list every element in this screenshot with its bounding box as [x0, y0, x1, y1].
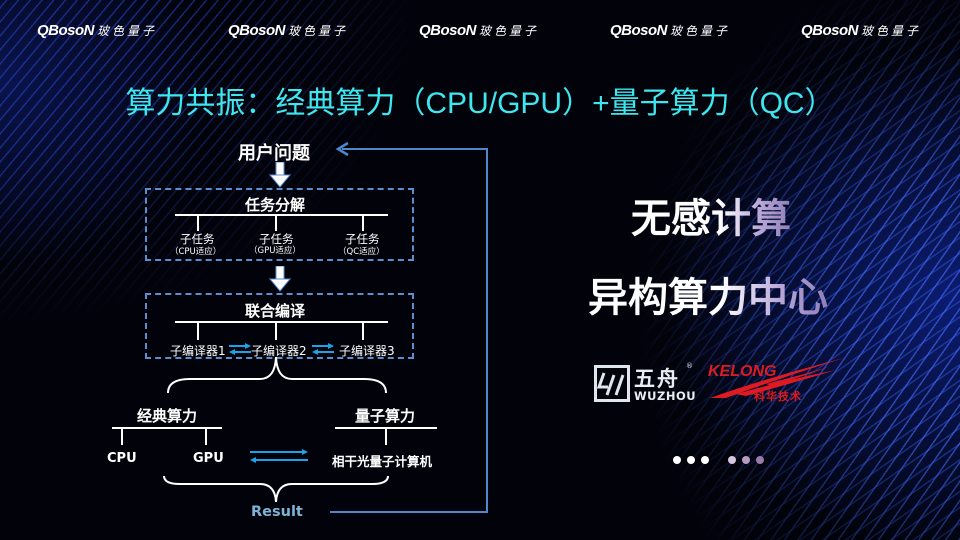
result-label: Result [251, 504, 303, 520]
wuzhou-mark-icon [594, 365, 630, 402]
exchange-arrows-icon [229, 343, 251, 355]
tree-line [385, 427, 387, 445]
kelong-swoosh-icon [710, 358, 844, 398]
logo-cn-text: 玻色量子 [97, 24, 158, 38]
subtask-note: （CPU适应） [170, 247, 222, 257]
down-arrow-icon [269, 266, 291, 292]
joint-compilation-box [145, 293, 414, 359]
company-logo: QBosoN 玻色量子 [419, 22, 539, 39]
logo-header: QBosoN 玻色量子 QBosoN 玻色量子 QBosoN 玻色量子 QBos… [0, 22, 960, 44]
tree-line [112, 427, 222, 429]
logo-mark: QBosoN [228, 22, 286, 39]
wuzhou-en-text: WUZHOU [634, 389, 697, 403]
logo-cn-text: 玻色量子 [479, 24, 540, 38]
down-arrow-icon [269, 162, 291, 188]
exchange-arrows-icon [312, 343, 334, 355]
sub-compiler-label: 子编译器3 [339, 344, 395, 358]
task-decomposition-box [145, 188, 414, 261]
tree-line [275, 321, 277, 340]
tree-line [175, 214, 388, 216]
subtask-label: 子任务 [180, 232, 215, 246]
background-stripes-left [0, 0, 560, 420]
sub-compiler-label: 子编译器1 [170, 344, 226, 358]
kelong-en-text: KELONG [708, 363, 777, 380]
logo-cn-text: 玻色量子 [288, 24, 349, 38]
logo-mark: QBosoN [37, 22, 95, 39]
wuzhou-cn-text: 五舟 [634, 367, 680, 391]
carousel-dot[interactable] [742, 456, 750, 464]
brace-split-icon [167, 356, 387, 394]
user-problem-label: 用户问题 [238, 143, 310, 164]
logo-cn-text: 玻色量子 [670, 24, 731, 38]
tree-line [121, 427, 123, 445]
task-box-title: 任务分解 [245, 196, 306, 214]
tree-line [275, 214, 277, 231]
coherent-optical-quantum-computer-label: 相干光量子计算机 [332, 454, 433, 469]
classical-compute-title: 经典算力 [137, 407, 198, 425]
tree-line [362, 214, 364, 231]
registered-mark: ® [686, 362, 693, 370]
carousel-dot[interactable] [687, 456, 695, 464]
subtask-note: （QC适应） [338, 247, 385, 257]
subtask-label: 子任务 [345, 232, 380, 246]
carousel-dot[interactable] [728, 456, 736, 464]
sub-compiler-label: 子编译器2 [251, 344, 307, 358]
carousel-dot[interactable] [701, 456, 709, 464]
quantum-compute-title: 量子算力 [355, 407, 416, 425]
classical-quantum-exchange-icon [250, 449, 308, 463]
tree-line [175, 321, 388, 323]
tree-line [205, 427, 207, 445]
logo-mark: QBosoN [610, 22, 668, 39]
logo-mark: QBosoN [419, 22, 477, 39]
brace-merge-icon [163, 475, 389, 503]
headline-heterogeneous-center: 异构算力中心 [588, 265, 828, 323]
headline-seamless-computing: 无感计算 [631, 186, 791, 244]
company-logo: QBosoN 玻色量子 [37, 22, 157, 39]
logo-mark: QBosoN [801, 22, 859, 39]
feedback-loop-arrow [330, 141, 488, 513]
carousel-dot[interactable] [756, 456, 764, 464]
carousel-dot[interactable] [673, 456, 681, 464]
gpu-label: GPU [193, 451, 224, 466]
kelong-cn-text: 科华技术 [754, 390, 802, 403]
subtask-note: （GPU适应） [249, 246, 301, 256]
compile-box-title: 联合编译 [245, 302, 306, 320]
company-logo: QBosoN 玻色量子 [228, 22, 348, 39]
subtask-label: 子任务 [259, 232, 294, 246]
company-logo: QBosoN 玻色量子 [610, 22, 730, 39]
tree-line [197, 214, 199, 231]
tree-line [362, 321, 364, 340]
company-logo: QBosoN 玻色量子 [801, 22, 921, 39]
cpu-label: CPU [107, 451, 137, 466]
tree-line [197, 321, 199, 340]
slide-title: 算力共振：经典算力（CPU/GPU）+量子算力（QC） [125, 87, 835, 120]
background-stripes-right [540, 0, 960, 540]
logo-cn-text: 玻色量子 [861, 24, 922, 38]
